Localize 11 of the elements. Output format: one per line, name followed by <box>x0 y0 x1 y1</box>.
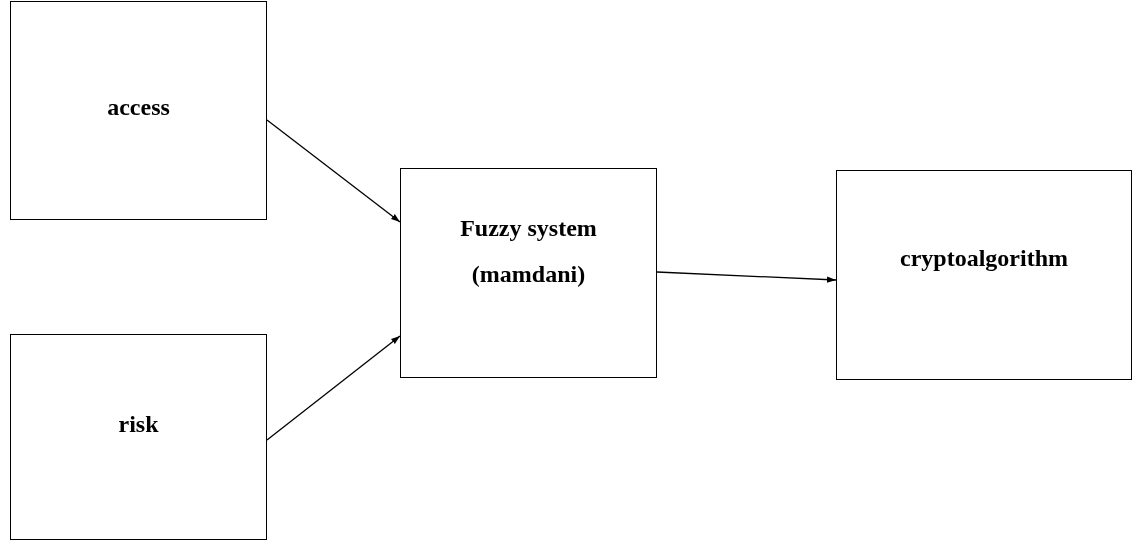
process-box <box>10 1 267 220</box>
node-label: risk <box>117 410 160 439</box>
process-box <box>10 334 267 540</box>
node-label: Fuzzy system (mamdani) <box>459 214 598 289</box>
process-box <box>836 170 1132 380</box>
arrow <box>266 119 401 223</box>
arrow <box>266 335 401 441</box>
node-label: cryptoalgorithm <box>899 244 1069 273</box>
arrow <box>656 271 837 283</box>
process-box <box>400 168 657 378</box>
node-label: access <box>106 93 171 122</box>
